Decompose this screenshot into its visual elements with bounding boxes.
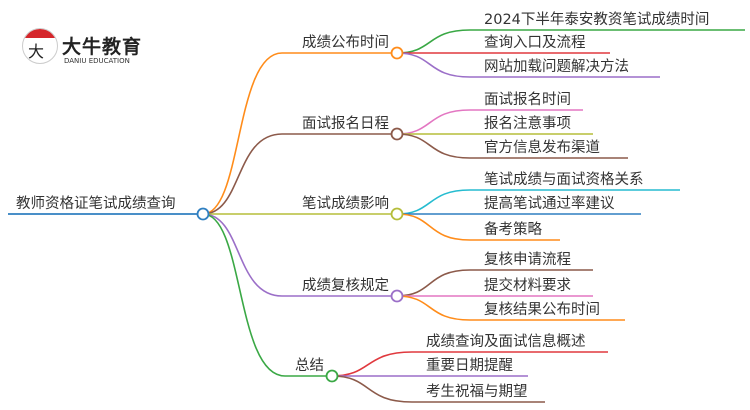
logo-title: 大牛教育 [62, 36, 143, 58]
branch-collapse-toggle[interactable] [325, 369, 339, 383]
logo-badge-icon: 大牛 [22, 28, 58, 64]
branch-label[interactable]: 笔试成绩影响 [302, 195, 389, 212]
child-label[interactable]: 网站加载问题解决方法 [484, 58, 629, 75]
branch-collapse-toggle[interactable] [390, 46, 404, 60]
branch-collapse-toggle[interactable] [390, 289, 404, 303]
child-connector [396, 295, 471, 321]
root-label[interactable]: 教师资格证笔试成绩查询 [16, 195, 176, 212]
child-label[interactable]: 笔试成绩与面试资格关系 [484, 171, 644, 188]
branch-collapse-toggle[interactable] [390, 127, 404, 141]
branch-label[interactable]: 总结 [295, 357, 324, 374]
child-connector [396, 109, 471, 135]
child-label[interactable]: 报名注意事项 [484, 114, 571, 132]
branch-label[interactable]: 成绩公布时间 [302, 34, 389, 51]
child-label[interactable]: 重要日期提醒 [426, 357, 513, 374]
child-label[interactable]: 官方信息发布渠道 [484, 139, 600, 156]
branch-connector [202, 213, 283, 297]
branch-connector [202, 213, 286, 377]
branch-collapse-toggle[interactable] [390, 207, 404, 221]
child-connector [396, 189, 471, 215]
child-connector [396, 269, 471, 297]
child-label[interactable]: 复核结果公布时间 [484, 300, 600, 318]
logo: 大牛 大牛教育 DANIU EDUCATION [22, 28, 142, 72]
child-connector [396, 52, 471, 78]
child-label[interactable]: 2024下半年泰安教资笔试成绩时间 [484, 11, 709, 28]
branch-connector [202, 133, 283, 215]
logo-subtitle: DANIU EDUCATION [64, 57, 130, 65]
child-label[interactable]: 复核申请流程 [484, 250, 571, 268]
child-connector [396, 213, 471, 241]
child-connector [396, 29, 471, 54]
child-connector [331, 375, 413, 403]
branch-label[interactable]: 面试报名日程 [302, 115, 389, 132]
root-collapse-toggle[interactable] [196, 207, 210, 221]
child-connector [396, 133, 471, 159]
child-label[interactable]: 提交材料要求 [484, 276, 571, 294]
child-connector [331, 351, 413, 377]
branch-connector [202, 52, 283, 215]
child-label[interactable]: 考生祝福与期望 [426, 383, 528, 400]
branch-label[interactable]: 成绩复核规定 [302, 276, 389, 294]
child-label[interactable]: 查询入口及流程 [484, 34, 586, 51]
child-label[interactable]: 成绩查询及面试信息概述 [426, 333, 586, 350]
child-label[interactable]: 备考策略 [484, 221, 542, 238]
child-label[interactable]: 面试报名时间 [484, 91, 571, 108]
child-label[interactable]: 提高笔试通过率建议 [484, 195, 615, 212]
